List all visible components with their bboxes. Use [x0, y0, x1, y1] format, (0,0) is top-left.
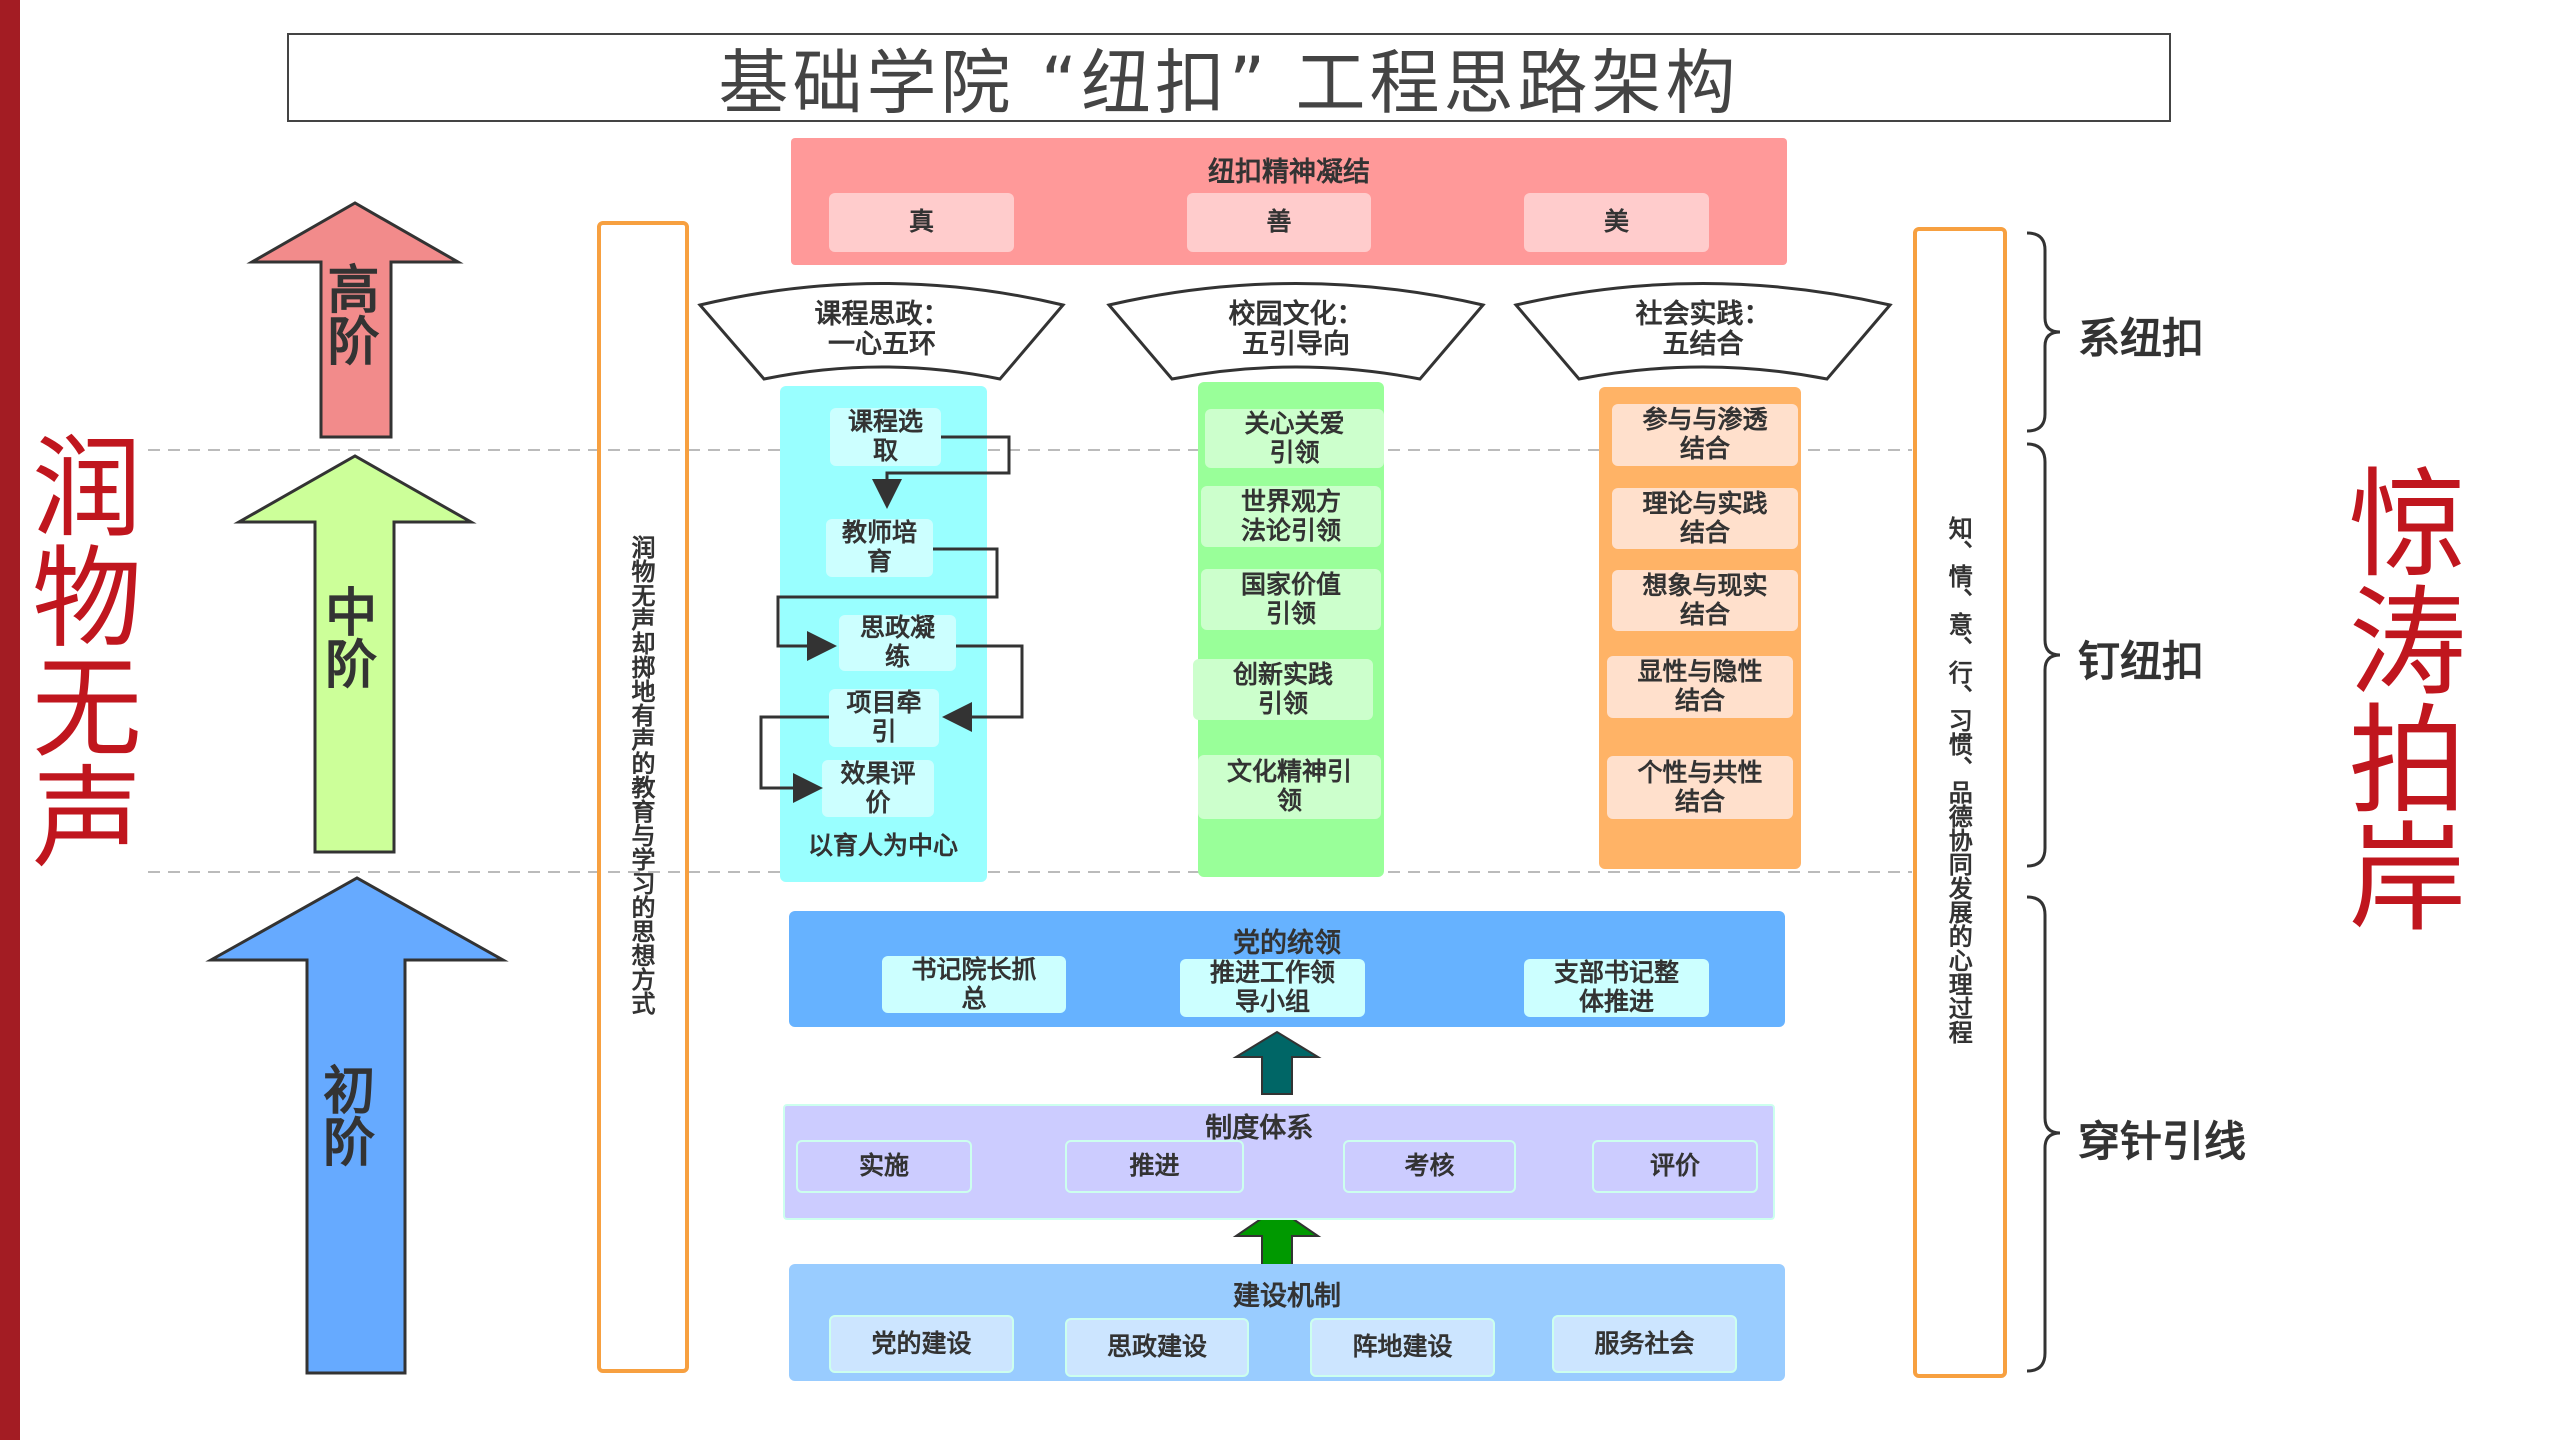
mid-stage-arrow	[233, 454, 477, 854]
party-item: 推进工作领导小组	[1180, 958, 1365, 1017]
brace-label-2: 钉纽扣	[2078, 637, 2205, 686]
title-box: 基础学院 “纽扣” 工程思路架构	[287, 33, 2171, 124]
pillar-header-line: 校园文化：	[1228, 299, 1364, 330]
mechanism-item: 服务社会	[1552, 1315, 1737, 1373]
left-slogan: 润物无声	[13, 430, 141, 870]
practice-item: 理论与实践结合	[1612, 488, 1798, 549]
course-item: 项目牵引	[829, 688, 939, 747]
course-item: 思政凝练	[839, 613, 956, 671]
course-footer: 以育人为中心	[807, 831, 958, 860]
pillar-header-3: 社会实践：五结合	[1579, 300, 1827, 359]
culture-item: 国家价值引领	[1201, 569, 1381, 630]
high-stage-arrow	[246, 201, 464, 439]
culture-item: 创新实践引领	[1193, 659, 1373, 720]
system-item: 考核	[1343, 1140, 1516, 1193]
spirit-title: 纽扣精神凝结	[1208, 157, 1370, 188]
left-concept-column: 润物无声却掷地有声的教育与学习的思想方式	[597, 221, 689, 1373]
right-slogan: 惊涛拍岸	[2328, 462, 2466, 934]
mid-stage-label: 中阶	[315, 585, 376, 689]
mechanism-item: 阵地建设	[1310, 1318, 1495, 1377]
brace-label-1: 系纽扣	[2078, 314, 2205, 363]
low-stage-arrow	[205, 876, 509, 1375]
practice-item: 个性与共性结合	[1607, 756, 1793, 819]
culture-item: 世界观方法论引领	[1201, 486, 1381, 547]
spirit-item-beauty: 美	[1524, 193, 1709, 252]
pillar-header-line: 五结合	[1662, 328, 1744, 360]
pillar-header-line: 课程思政：	[814, 299, 950, 330]
party-title: 党的统领	[1233, 928, 1341, 959]
right-process-text: 知、情、意、行、习惯、品德协同发展的心理过程	[1944, 516, 1973, 1044]
practice-item: 参与与渗透结合	[1612, 404, 1798, 466]
course-item: 教师培育	[826, 518, 933, 577]
spirit-item-goodness: 善	[1187, 193, 1371, 252]
spirit-item-truth: 真	[829, 193, 1014, 252]
fan-shape-1	[697, 282, 1066, 381]
fan-shape-2	[1106, 282, 1486, 381]
pillar-header-line: 社会实践：	[1635, 299, 1771, 330]
fan-shape-3	[1513, 282, 1893, 381]
practice-item: 显性与隐性结合	[1607, 656, 1793, 718]
brace-3	[2026, 895, 2061, 1373]
culture-item: 文化精神引领	[1198, 755, 1381, 819]
right-process-column: 知、情、意、行、习惯、品德协同发展的心理过程	[1913, 227, 2007, 1378]
page-title: 基础学院 “纽扣” 工程思路架构	[718, 42, 1740, 124]
brace-2	[2026, 442, 2061, 868]
course-item: 课程选取	[830, 407, 941, 466]
pillar-header-line: 五引导向	[1242, 328, 1350, 360]
system-title: 制度体系	[1205, 1113, 1314, 1144]
pillar-header-1: 课程思政：一心五环	[764, 300, 1000, 359]
mechanism-item: 党的建设	[829, 1315, 1014, 1373]
left-red-bar	[0, 0, 20, 1440]
party-item: 支部书记整体推进	[1524, 958, 1709, 1017]
pillar-header-line: 一心五环	[828, 328, 936, 360]
system-item: 评价	[1592, 1140, 1758, 1193]
course-item: 效果评价	[822, 759, 934, 817]
culture-item: 关心关爱引领	[1205, 409, 1384, 468]
party-item: 书记院长抓总	[882, 955, 1066, 1013]
pillar-header-2: 校园文化：五引导向	[1172, 300, 1420, 359]
brace-1	[2026, 231, 2061, 433]
low-stage-label: 初阶	[313, 1063, 374, 1167]
system-item: 实施	[796, 1140, 972, 1193]
high-stage-label: 高阶	[318, 262, 378, 366]
mechanism-title: 建设机制	[1233, 1281, 1341, 1312]
system-item: 推进	[1065, 1140, 1244, 1193]
practice-item: 想象与现实结合	[1612, 570, 1798, 631]
mechanism-item: 思政建设	[1065, 1318, 1249, 1377]
left-concept-text: 润物无声却掷地有声的教育与学习的思想方式	[627, 535, 655, 1015]
brace-label-3: 穿针引线	[2078, 1117, 2247, 1166]
